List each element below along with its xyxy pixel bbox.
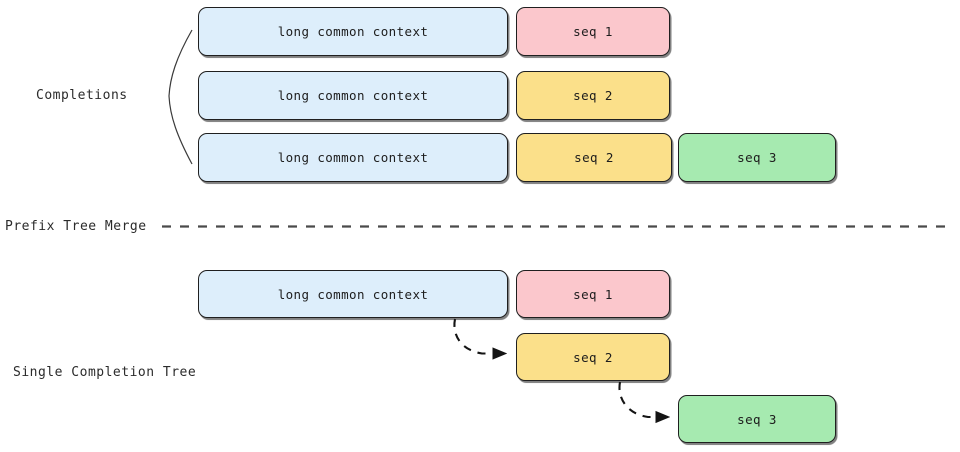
completion-row-2-seq2-label: seq 2 [573,88,613,103]
tree-node-seq3-label: seq 3 [737,411,777,427]
completion-row-3-seq3-label: seq 3 [737,150,777,165]
tree-node-context: long common context [198,270,508,318]
completion-row-1-context-box: long common context [198,7,508,56]
edge-seq2-to-seq3-icon [618,381,671,424]
completion-row-3-context-box: long common context [198,133,508,182]
completion-row-3-seq3-box: seq 3 [678,133,836,182]
completions-section-label: Completions [36,88,128,103]
prefix-tree-merge-label: Prefix Tree Merge [5,219,147,234]
completion-row-3-seq2-box: seq 2 [516,133,672,182]
completion-row-2-context-label: long common context [277,88,429,103]
edge-context-to-seq2-icon [453,318,508,360]
completions-brace-icon [168,29,193,165]
tree-node-seq1: seq 1 [516,270,670,318]
completion-row-3-context-label: long common context [277,150,429,165]
completion-row-1-seq1-box: seq 1 [516,7,670,56]
completion-row-2-context-box: long common context [198,71,508,120]
completion-row-1-seq1-label: seq 1 [573,24,613,39]
tree-node-seq1-label: seq 1 [573,286,613,302]
completion-row-2-seq2-box: seq 2 [516,71,670,120]
completion-row-1-context-label: long common context [277,24,429,39]
tree-node-seq2: seq 2 [516,333,670,381]
single-completion-tree-label: Single Completion Tree [13,365,197,380]
tree-node-context-label: long common context [277,286,429,302]
tree-node-seq2-label: seq 2 [573,349,613,365]
completion-row-3-seq2-label: seq 2 [574,150,614,165]
tree-node-seq3: seq 3 [678,395,836,443]
